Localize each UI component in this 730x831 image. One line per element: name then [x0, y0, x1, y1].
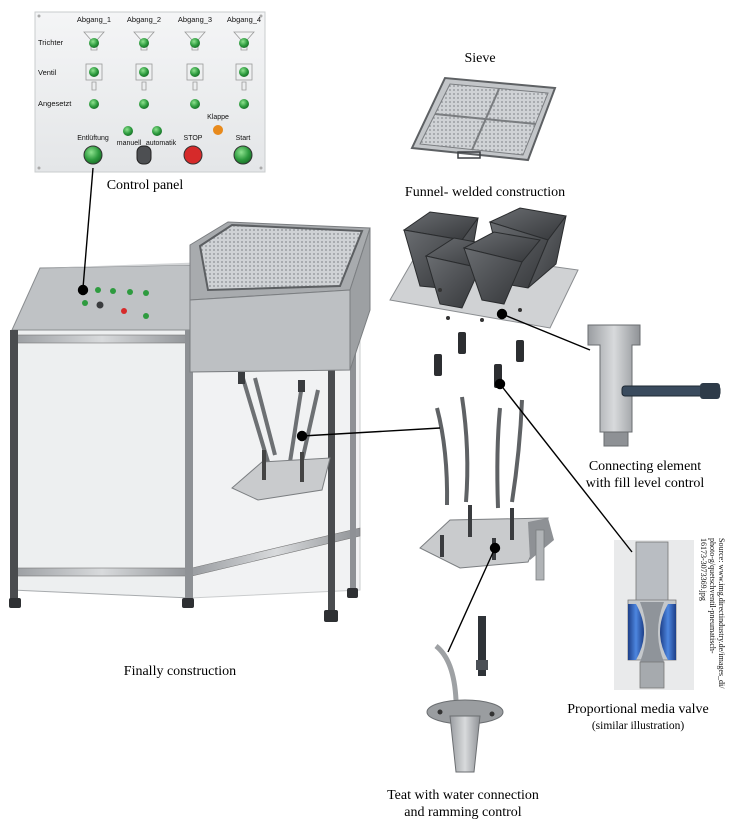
panel-row-label: Ventil [38, 68, 57, 77]
callout-dot [296, 430, 308, 442]
sieve-caption: Sieve [464, 51, 496, 66]
lower-plate-illustration [419, 505, 554, 581]
panel-row-label: Angesetzt [38, 99, 72, 108]
panel-column-label: Abgang_1 [77, 15, 111, 24]
callout-line-teat [447, 547, 496, 653]
image-source-note: Source: www.img.directindustry.de/images… [699, 538, 726, 689]
connecting-element-illustration [587, 324, 721, 447]
status-lamp [89, 38, 99, 48]
source-line-1: Source: www.img.directindustry.de/images… [717, 538, 726, 689]
source-line-3: 16173-3073369.jpg [699, 538, 708, 601]
panel-column-label: Abgang_3 [178, 15, 212, 24]
valve-caption-subtitle: (similar illustration) [591, 720, 685, 732]
teat-caption: Teat with water connection and ramming c… [368, 787, 558, 821]
panel-column-label: Abgang_4 [227, 15, 261, 24]
panel-column-1 [83, 31, 105, 109]
stop-button [183, 145, 203, 165]
mode-selector-switch [136, 145, 152, 165]
entlueftung-button [83, 145, 103, 165]
status-lamp [190, 67, 200, 77]
status-lamp [239, 67, 249, 77]
teat-caption-line1: Teat with water connection [387, 788, 539, 803]
teat-caption-line2: and ramming control [404, 805, 522, 820]
status-lamp [139, 67, 149, 77]
media-valve-illustration [614, 540, 694, 690]
connecting-caption-line2: with fill level control [585, 476, 705, 491]
status-lamp [190, 38, 200, 48]
manuell-lamp [123, 126, 133, 136]
connecting-element-caption: Connecting element with fill level contr… [570, 458, 720, 492]
stop-label: STOP [184, 135, 203, 142]
teat-illustration [426, 616, 504, 773]
start-button [233, 145, 253, 165]
automatik-lamp [152, 126, 162, 136]
connecting-caption-line1: Connecting element [588, 459, 702, 474]
status-lamp [89, 67, 99, 77]
panel-column-label: Abgang_2 [127, 15, 161, 24]
finally-construction-caption: Finally construction [123, 664, 237, 679]
sieve-illustration [410, 76, 557, 162]
panel-column-3 [184, 31, 206, 109]
status-lamp [89, 99, 99, 109]
status-lamp [139, 38, 149, 48]
callout-line-control-panel [82, 167, 94, 289]
machine-illustration [9, 221, 371, 622]
valve-caption-title: Proportional media valve [567, 702, 709, 717]
klappe-lamp [213, 125, 223, 135]
manuell-label: manuell [117, 140, 142, 147]
control-panel-illustration: Abgang_1 Abgang_2 Abgang_3 Abgang_4 Tric… [34, 11, 266, 173]
callout-line-connecting [501, 313, 591, 351]
status-lamp [190, 99, 200, 109]
entlueftung-label: Entlüftung [77, 135, 109, 142]
status-lamp [139, 99, 149, 109]
automatik-label: automatik [146, 140, 177, 147]
panel-column-4 [233, 31, 255, 109]
panel-row-label: Trichter [38, 38, 64, 47]
callout-lines [77, 167, 633, 653]
status-lamp [239, 38, 249, 48]
callout-dot [494, 378, 506, 390]
media-valve-caption: Proportional media valve (similar illust… [548, 701, 728, 735]
control-panel-caption: Control panel [106, 178, 184, 193]
source-line-2: photo-g/quetschventil-pneumatisch- [708, 538, 717, 654]
callout-line-tubes [301, 427, 441, 437]
callout-dot [496, 308, 508, 320]
callout-dot [77, 284, 89, 296]
klappe-label: Klappe [207, 114, 229, 121]
funnel-illustration [389, 207, 579, 329]
valves-illustration [434, 332, 524, 509]
callout-line-valve [499, 383, 633, 553]
callout-dot [489, 542, 501, 554]
funnel-caption: Funnel- welded construction [404, 185, 566, 200]
start-label: Start [236, 135, 251, 142]
panel-column-2 [133, 31, 155, 109]
status-lamp [239, 99, 249, 109]
